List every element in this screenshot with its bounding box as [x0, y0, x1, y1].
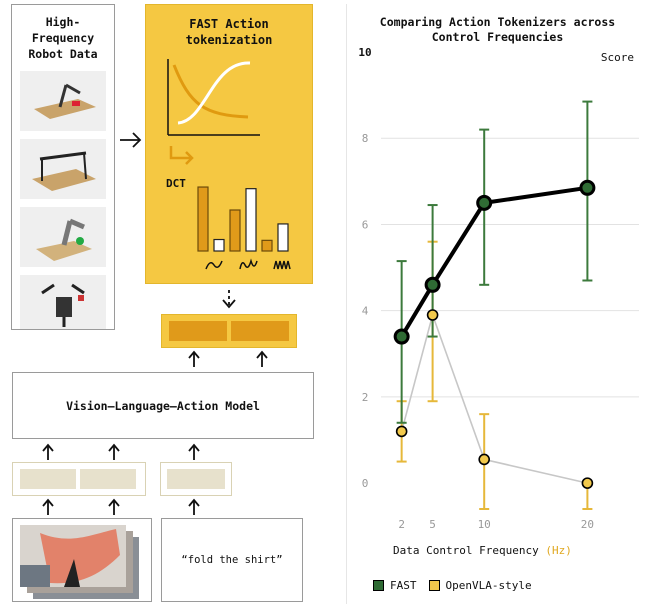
up-arrow-token-1 — [188, 350, 200, 367]
x-axis-unit: (Hz) — [545, 544, 572, 557]
point-1-2 — [478, 453, 490, 466]
legend-swatch-openvla — [428, 580, 440, 591]
vla-model-box: Vision–Language–Action Model — [12, 372, 314, 439]
x-tick-20: 20 — [581, 518, 594, 531]
robot-data-title-line1: High- — [45, 15, 81, 29]
instruction-box: “fold the shirt” — [161, 518, 303, 602]
x-tick-2: 2 — [398, 518, 405, 531]
chart-title-line1: Comparing Action Tokenizers across — [379, 15, 616, 29]
signal-plot — [167, 59, 260, 136]
image-token-1 — [20, 469, 76, 489]
y-tick-8: 8 — [362, 132, 369, 145]
y-tick-4: 4 — [362, 305, 369, 318]
robot-data-title-line3: Robot Data — [28, 47, 98, 61]
freq-wave-icons — [204, 257, 300, 273]
series-line-0 — [399, 185, 588, 338]
action-token-1 — [169, 321, 227, 341]
dct-bar-orange-0 — [197, 186, 209, 252]
y-tick-2: 2 — [362, 391, 369, 404]
bent-arrow-icon — [169, 146, 194, 165]
fast-panel: FAST Action tokenization DCT — [145, 4, 313, 284]
robot-image-4 — [20, 275, 106, 329]
legend-label-fast: FAST — [390, 579, 417, 592]
arrow-to-fast — [120, 132, 142, 148]
chart-legend: FAST OpenVLA-style — [373, 579, 532, 592]
dct-bar-white-5 — [277, 223, 289, 252]
x-tick-10: 10 — [478, 518, 491, 531]
up-arrow-image-2 — [108, 498, 120, 515]
x-axis-label: Data Control Frequency — [393, 544, 539, 557]
robot-image-3 — [20, 207, 106, 267]
action-token-2 — [231, 321, 289, 341]
image-token-2 — [80, 469, 136, 489]
camera-image-front — [20, 525, 126, 587]
x-tick-5: 5 — [429, 518, 436, 531]
up-arrow-token-2 — [256, 350, 268, 367]
point-0-3 — [579, 179, 596, 196]
up-arrow-instruction — [188, 498, 200, 515]
dct-bars — [197, 186, 289, 252]
point-1-1 — [426, 309, 439, 321]
y-axis-label: Score — [601, 51, 634, 64]
dct-bar-orange-2 — [229, 209, 241, 252]
fast-title-line1: FAST Action — [189, 17, 269, 31]
point-0-2 — [476, 194, 493, 211]
dashed-arrow-down — [222, 290, 236, 309]
up-arrow-text — [188, 443, 200, 460]
point-1-0 — [395, 425, 408, 438]
vla-model-label: Vision–Language–Action Model — [66, 398, 260, 413]
text-tokens — [160, 462, 232, 496]
up-arrow-image-1 — [42, 498, 54, 515]
action-tokens — [161, 314, 297, 348]
point-0-1 — [424, 276, 441, 293]
legend-swatch-fast — [373, 580, 384, 591]
series-line-1 — [400, 312, 588, 484]
chart-panel: Comparing Action Tokenizers across Contr… — [346, 4, 648, 604]
dct-label: DCT — [166, 177, 186, 190]
robot-data-panel: High- Frequency Robot Data — [11, 4, 115, 330]
instruction-text: “fold the shirt” — [181, 554, 283, 566]
up-arrow-obs-2 — [108, 443, 120, 460]
up-arrow-obs-1 — [42, 443, 54, 460]
image-tokens — [12, 462, 146, 496]
robot-image-1 — [20, 71, 106, 131]
robot-data-title-line2: Frequency — [31, 31, 95, 45]
y-tick-6: 6 — [362, 218, 369, 231]
legend-label-openvla: OpenVLA-style — [445, 579, 532, 592]
y-tick-0: 0 — [362, 477, 369, 490]
fast-title-line2: tokenization — [185, 33, 273, 47]
dct-bar-orange-4 — [261, 239, 273, 252]
x-axis-title: Data Control Frequency (Hz) — [393, 544, 572, 557]
robot-image-2 — [20, 139, 106, 199]
camera-images-box — [12, 518, 152, 602]
chart-title-line2: Control Frequencies — [431, 30, 564, 44]
text-token-1 — [167, 469, 225, 489]
point-0-0 — [393, 328, 410, 345]
dct-bar-white-3 — [245, 188, 257, 252]
dct-bar-white-1 — [213, 238, 225, 252]
chart-plot: 0 2 4 6 8 10 Score 2 5 10 20 — [358, 46, 639, 531]
y-tick-10: 10 — [358, 46, 371, 59]
point-1-3 — [581, 477, 594, 489]
